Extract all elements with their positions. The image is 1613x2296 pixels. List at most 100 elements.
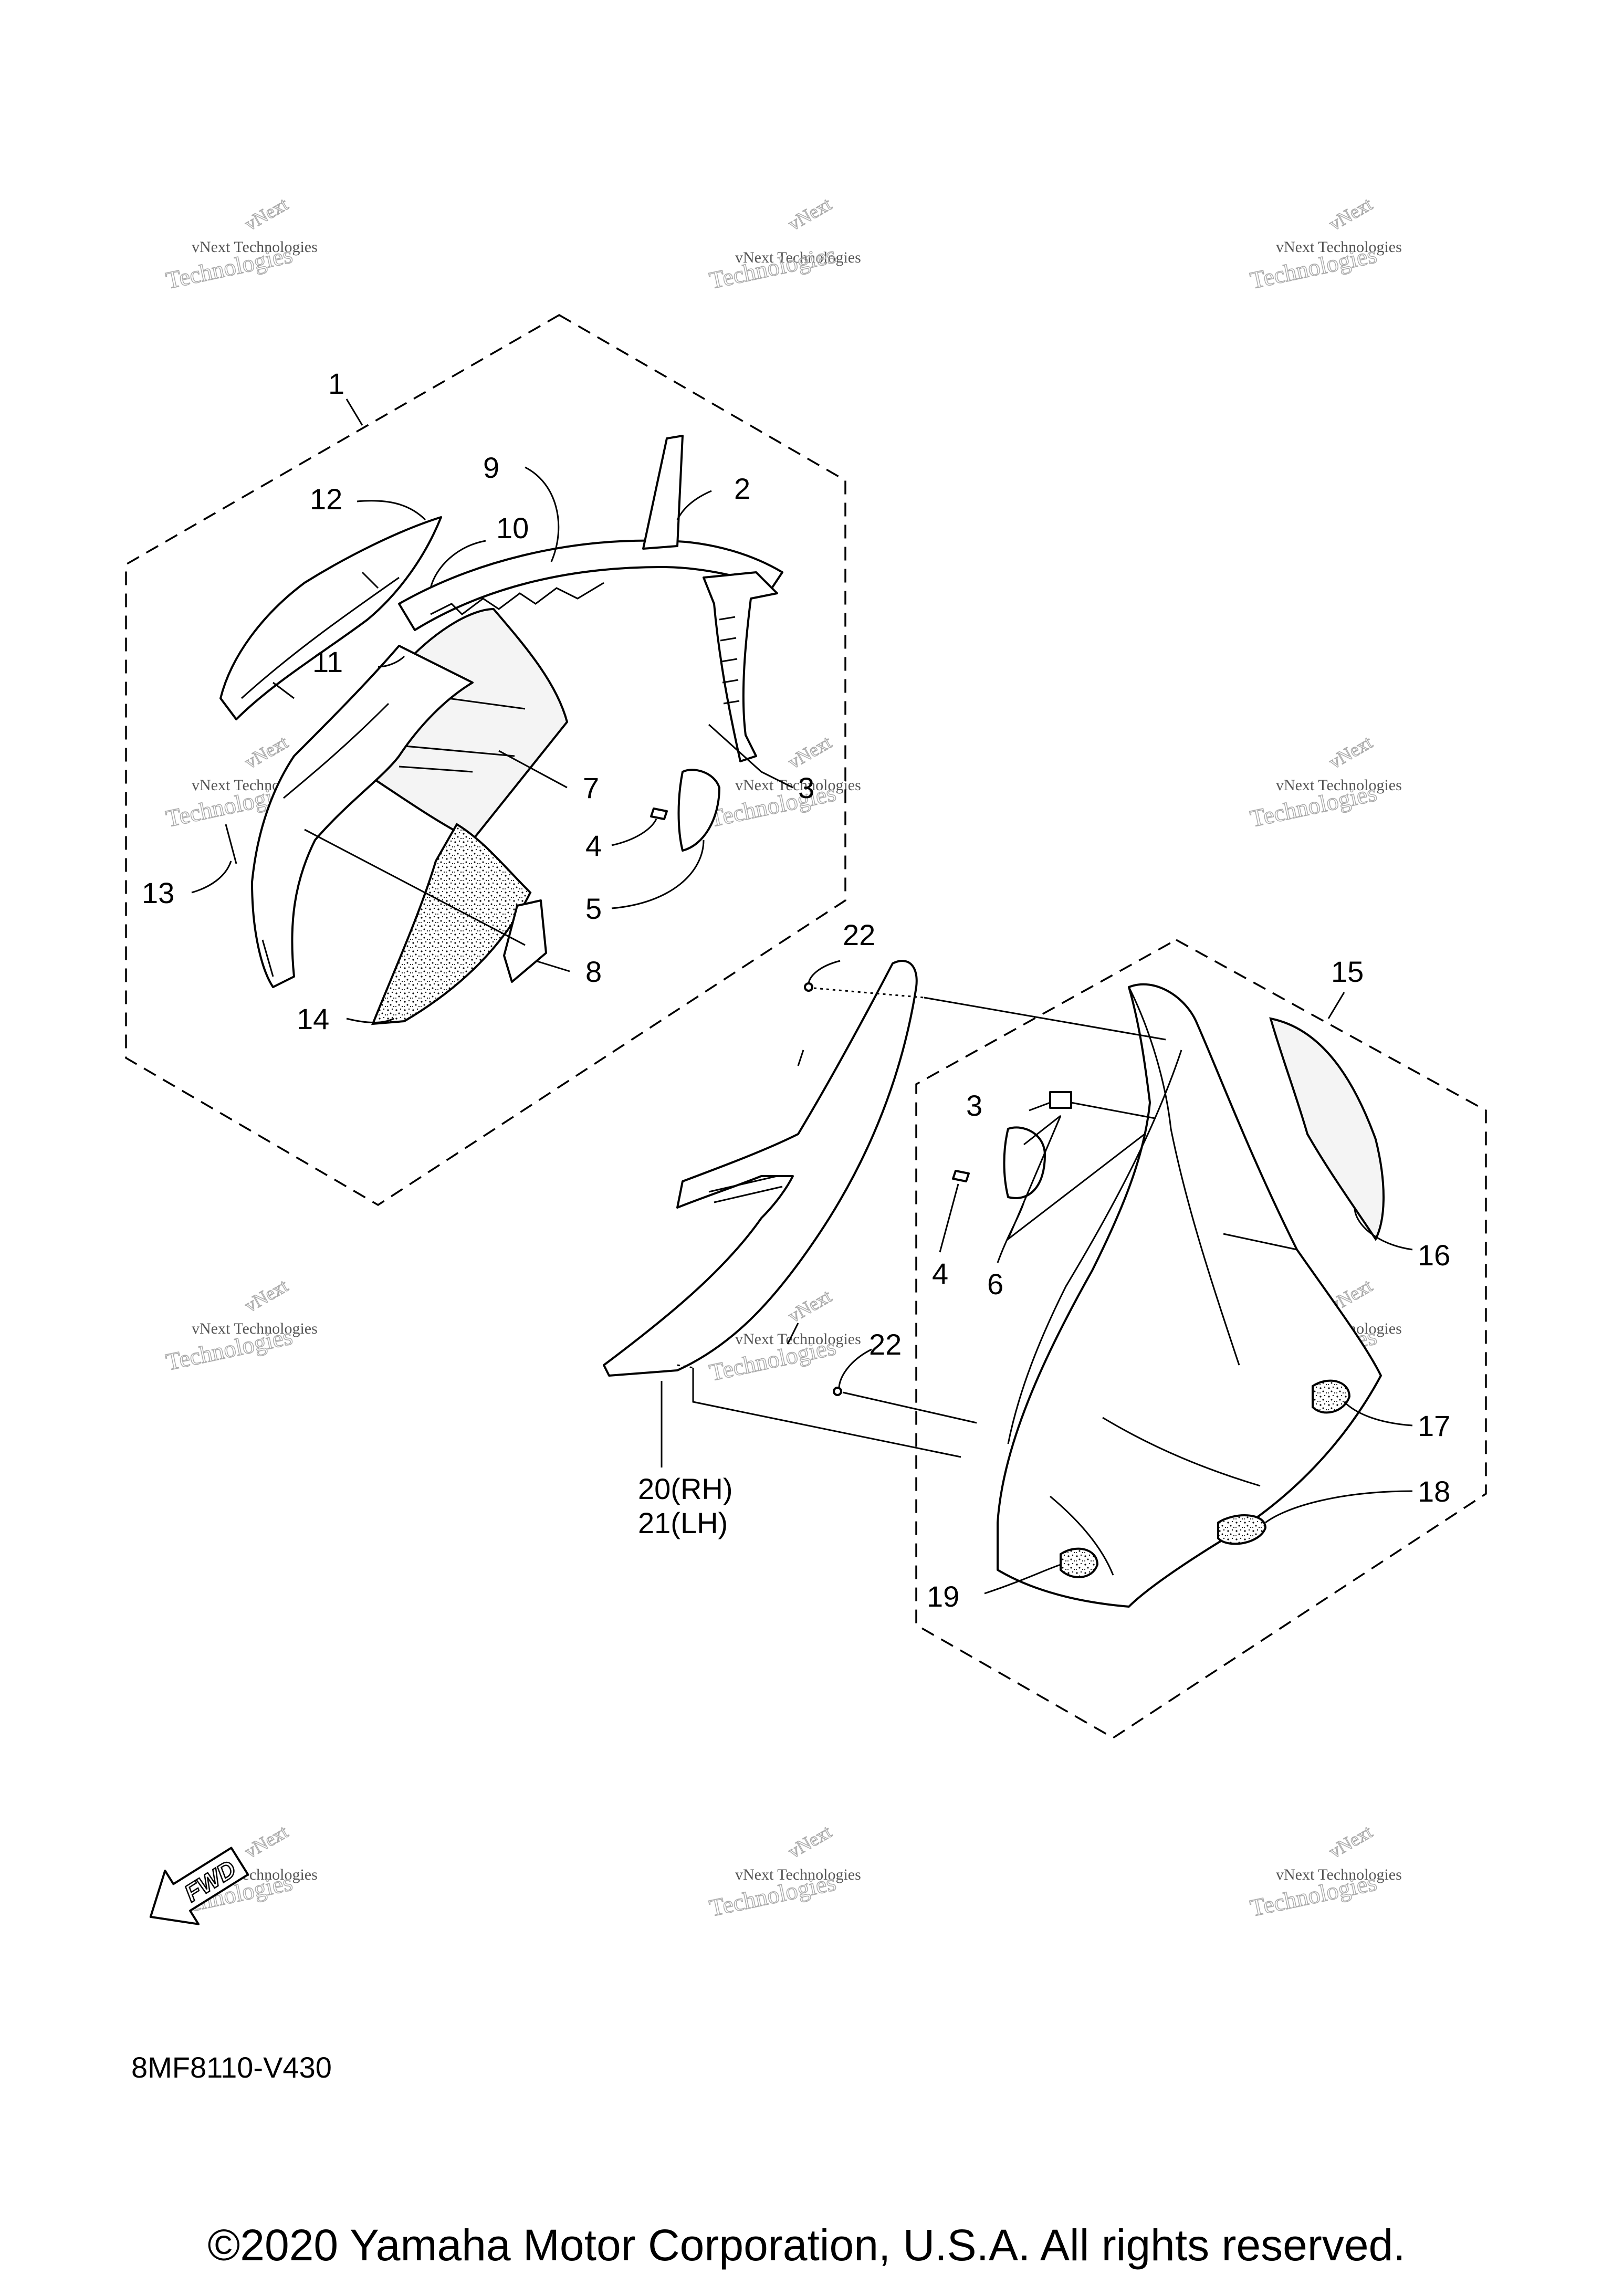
- callout-16: 16: [1418, 1239, 1450, 1272]
- callout-7: 7: [583, 771, 599, 804]
- leader-17: [1343, 1401, 1413, 1427]
- callout-12: 12: [310, 483, 342, 516]
- leader-4b: [939, 1183, 959, 1253]
- part-3-right-frame: [703, 571, 778, 762]
- watermark: vNext Technologies Technologies vNext: [163, 1275, 318, 1376]
- callout-21-lh: 21(LH): [638, 1506, 728, 1539]
- svg-text:vNext Technologies: vNext Technologies: [735, 1330, 861, 1348]
- copyright-notice: ©2020 Yamaha Motor Corporation, U.S.A. A…: [207, 2220, 1406, 2270]
- diagram-code: 8MF8110-V430: [131, 2051, 332, 2084]
- callout-11: 11: [312, 645, 343, 678]
- callout-22-bottom: 22: [869, 1328, 902, 1361]
- svg-text:vNext Technologies: vNext Technologies: [1276, 1866, 1402, 1883]
- callout-4: 4: [585, 829, 602, 862]
- part-15-front-cowl: [997, 983, 1382, 1608]
- leader-16: [1354, 1207, 1413, 1251]
- part-4b-screw: [952, 1170, 970, 1182]
- part-19-pad: [1060, 1547, 1099, 1578]
- svg-text:vNext: vNext: [1325, 193, 1376, 235]
- part-15-inner-edge: [1007, 1050, 1182, 1444]
- callout-3-lower: 3: [966, 1089, 982, 1122]
- callout-3: 3: [798, 771, 814, 804]
- leader-3b: [1029, 1102, 1051, 1112]
- link-dotted-bottom: [677, 1364, 694, 1369]
- callout-15: 15: [1331, 955, 1364, 988]
- svg-text:vNext: vNext: [784, 1821, 835, 1862]
- assembly-boundary-15: [915, 939, 1487, 1739]
- leader-1: [345, 399, 363, 426]
- leader-15: [1327, 992, 1345, 1019]
- leader-4a: [611, 819, 657, 846]
- leader-8: [535, 960, 570, 972]
- watermark: vNext Technologies Technologies vNext: [1248, 1821, 1402, 1922]
- part-11-outer-shell: [251, 645, 474, 988]
- link-top: [924, 997, 1166, 1041]
- svg-text:vNext Technologies: vNext Technologies: [192, 1320, 318, 1337]
- callout-17: 17: [1418, 1409, 1450, 1442]
- watermark: vNext Technologies Technologies vNext: [707, 1821, 861, 1922]
- watermark: vNext Technologies Technologies vNext: [1248, 731, 1402, 833]
- leader-13: [191, 861, 232, 894]
- callout-22-top: 22: [843, 918, 875, 951]
- part-12-detail: [240, 571, 400, 699]
- part-16-windscreen: [1269, 1017, 1385, 1241]
- callout-1: 1: [328, 367, 344, 400]
- link-bottom: [842, 1391, 977, 1424]
- svg-text:vNext: vNext: [241, 193, 291, 235]
- part-3-vents: [719, 616, 740, 705]
- svg-text:vNext: vNext: [241, 731, 291, 773]
- svg-text:vNext Technologies: vNext Technologies: [735, 249, 861, 266]
- lower-cowling-assembly: [603, 939, 1487, 1739]
- callout-19: 19: [927, 1580, 959, 1613]
- part-22-fastener-bottom: [833, 1387, 842, 1396]
- part-3-clip: [1049, 1091, 1072, 1109]
- part-20-21-vents: [708, 1050, 804, 1345]
- svg-text:vNext: vNext: [1325, 731, 1376, 773]
- link-bottom-return: [692, 1368, 961, 1458]
- leader-2: [676, 490, 712, 520]
- part-13-pin: [225, 824, 237, 864]
- leader-5: [611, 840, 705, 909]
- callout-18: 18: [1418, 1475, 1450, 1508]
- callout-4-lower: 4: [932, 1257, 948, 1290]
- leader-18: [1265, 1490, 1413, 1524]
- watermark-group: vNext Technologies Technologies vNext vN…: [163, 193, 1402, 1922]
- part-17-pad: [1312, 1379, 1351, 1414]
- part-20-21-side-panel: [603, 960, 918, 1377]
- leader-12: [357, 500, 426, 521]
- part-14-mesh-grille: [371, 823, 532, 1025]
- leader-10: [430, 540, 486, 589]
- svg-text:vNext: vNext: [784, 193, 835, 235]
- callout-9: 9: [483, 451, 499, 484]
- assembly-boundary-1: [125, 313, 846, 1207]
- leader-22b: [838, 1348, 872, 1388]
- part-9-top-panel: [398, 539, 783, 631]
- part-6-cover: [1003, 1126, 1046, 1199]
- leader-7: [498, 750, 568, 789]
- callouts: 1 2 3 4 5 7 8 9 10 11 12 13 14 15 16 17 …: [142, 367, 1450, 1613]
- svg-text:vNext: vNext: [241, 1275, 291, 1316]
- svg-text:vNext: vNext: [784, 1285, 835, 1327]
- part-4-screw: [650, 808, 668, 820]
- upper-cowling-assembly: [125, 313, 846, 1207]
- leader-19: [984, 1564, 1061, 1595]
- leader-assembly-link: [304, 829, 526, 946]
- callout-8: 8: [585, 955, 602, 988]
- leader-11: [378, 655, 405, 668]
- watermark: vNext Technologies Technologies vNext: [707, 193, 861, 295]
- leader-22a: [808, 960, 841, 985]
- svg-text:vNext: vNext: [1325, 1821, 1376, 1862]
- callout-5: 5: [585, 892, 602, 925]
- part-9-pattern: [430, 582, 604, 615]
- svg-text:vNext: vNext: [784, 731, 835, 773]
- leader-9: [525, 466, 560, 562]
- callout-10: 10: [496, 511, 529, 544]
- part-5-cover: [677, 769, 720, 852]
- svg-text:vNext Technologies: vNext Technologies: [735, 1866, 861, 1883]
- svg-text:vNext Technologies: vNext Technologies: [1276, 238, 1402, 256]
- callout-2: 2: [734, 472, 750, 505]
- svg-text:vNext Technologies: vNext Technologies: [192, 238, 318, 256]
- watermark: vNext Technologies Technologies vNext: [163, 193, 318, 295]
- leader-3a: [708, 724, 793, 789]
